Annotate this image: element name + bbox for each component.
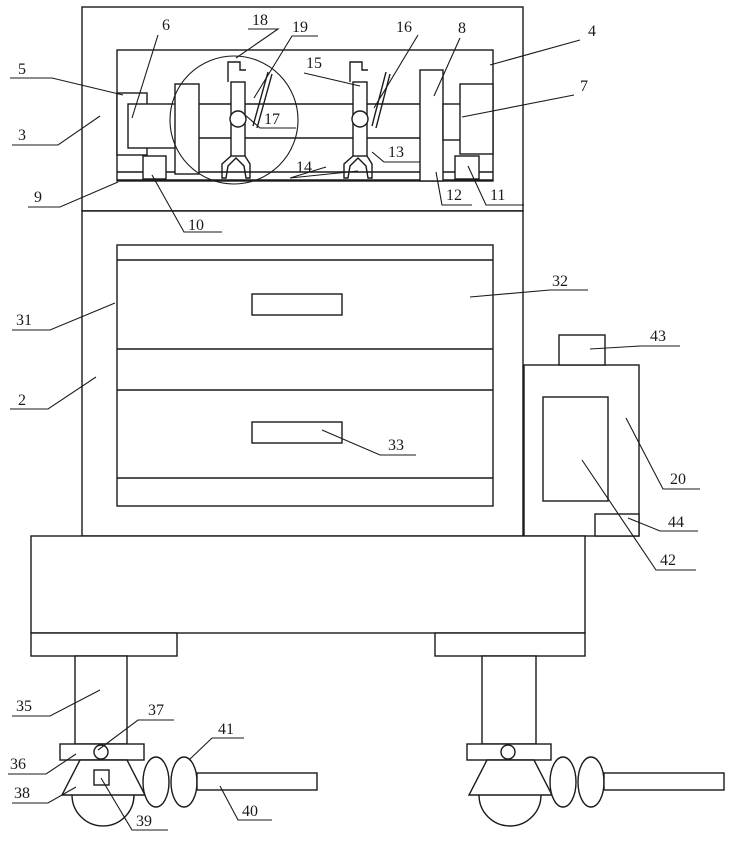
left-leg-assembly: [60, 656, 317, 826]
label-36: 36: [10, 756, 26, 773]
label-33: 33: [388, 437, 404, 454]
side-box-window: [543, 397, 608, 501]
label-10: 10: [188, 217, 204, 234]
label-6: 6: [162, 17, 170, 34]
left-foot-plate: [31, 633, 177, 656]
label-37: 37: [148, 702, 164, 719]
base-plate: [31, 536, 585, 633]
label-43: 43: [650, 328, 666, 345]
side-box-bottom-block: [595, 514, 639, 536]
drawer-frame: [117, 245, 493, 506]
right-motor-block: [460, 84, 493, 154]
label-11: 11: [490, 187, 505, 204]
label-3: 3: [18, 127, 26, 144]
right-gear-plate: [420, 70, 443, 181]
right-sensor-block: [455, 156, 479, 179]
label-18: 18: [252, 12, 268, 29]
label-35: 35: [16, 698, 32, 715]
label-17: 17: [264, 111, 280, 128]
label-40: 40: [242, 803, 258, 820]
label-20: 20: [670, 471, 686, 488]
label-12: 12: [446, 187, 462, 204]
label-39: 39: [136, 813, 152, 830]
label-38: 38: [14, 785, 30, 802]
label-19: 19: [292, 19, 308, 36]
label-44: 44: [668, 514, 684, 531]
label-31: 31: [16, 312, 32, 329]
label-2: 2: [18, 392, 26, 409]
left-shaft-block: [128, 104, 176, 148]
label-41: 41: [218, 721, 234, 738]
right-foot-plate: [435, 633, 585, 656]
left-gear-plate: [175, 84, 199, 174]
label-42: 42: [660, 552, 676, 569]
right-leg-assembly: [467, 656, 724, 826]
label-4: 4: [588, 23, 596, 40]
label-5: 5: [18, 61, 26, 78]
label-8: 8: [458, 20, 466, 37]
drawer-handle-upper: [252, 294, 342, 315]
label-14: 14: [296, 159, 312, 176]
label-32: 32: [552, 273, 568, 290]
left-sensor-block: [143, 156, 166, 179]
side-box-top-block: [559, 335, 605, 365]
label-9: 9: [34, 189, 42, 206]
label-7: 7: [580, 78, 588, 95]
label-13: 13: [388, 144, 404, 161]
label-15: 15: [306, 55, 322, 72]
label-16: 16: [396, 19, 412, 36]
